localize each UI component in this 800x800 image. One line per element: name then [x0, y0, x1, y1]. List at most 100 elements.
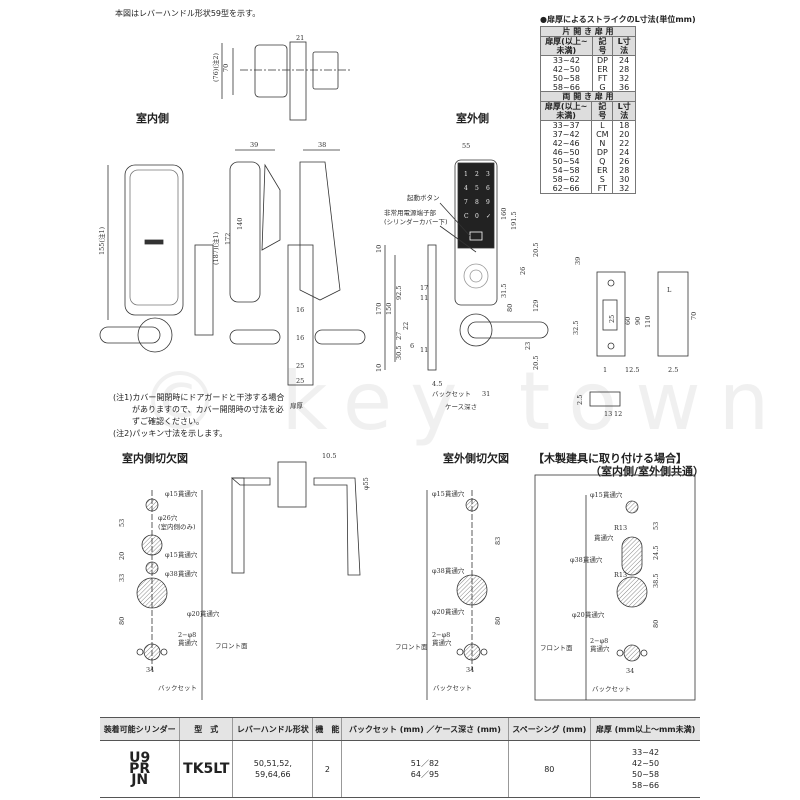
cylinders-cell: U9 PR JN	[100, 740, 180, 798]
strike-hole	[602, 299, 618, 331]
power-terminal-sub: (シリンダーカバー下)	[384, 217, 448, 226]
dim-76: (76)(注2)	[211, 52, 220, 82]
label: φ15貫通穴	[165, 489, 198, 498]
dim-16: 16	[296, 306, 304, 314]
keypad-key[interactable]: 0	[475, 213, 479, 220]
lever-handle-in	[231, 477, 245, 574]
col-header: バックセット (mm) ／ケース深さ (mm)	[341, 717, 508, 741]
cylinder-ring	[463, 263, 489, 289]
outdoor-unit	[454, 159, 498, 306]
dim-150: 150	[385, 303, 393, 315]
keypad-key[interactable]: 1	[464, 171, 468, 178]
keypad-key[interactable]: 4	[464, 185, 468, 192]
dim-12-5: 12.5	[625, 366, 639, 374]
outdoor-rose	[459, 313, 493, 347]
cylinder-core	[469, 269, 483, 283]
dim: 33	[118, 574, 126, 582]
dim-191-5: 191.5	[510, 211, 518, 230]
top-view: 70 (76)(注2) 21	[211, 34, 350, 121]
lever-top	[230, 477, 271, 486]
door-thickness-cell: 33~42 42~50 50~58 58~66	[590, 740, 700, 798]
outdoor-body-top	[312, 51, 339, 90]
table-cell: CM	[591, 130, 614, 139]
label: 2−φ8	[432, 631, 450, 639]
label: φ20貫通穴	[572, 610, 605, 619]
keypad-key[interactable]: C	[464, 213, 469, 220]
indoor-lever	[99, 326, 161, 344]
dim-25b: 25	[296, 377, 304, 385]
dim-12: 12	[614, 410, 622, 418]
label: φ26穴	[158, 513, 178, 522]
dim-160: 160	[500, 208, 508, 220]
indoor-lever-side	[229, 329, 281, 345]
dim-140: 140	[236, 218, 244, 230]
thickness: 58~66	[632, 781, 660, 790]
label: R13	[614, 524, 627, 532]
col-header: 扉厚(以上~未満)	[539, 101, 593, 121]
dim-172: 172	[224, 233, 232, 245]
strike-view: 39 70 25 60 90 110 12.5 1 2.5 2.5 13 12 …	[572, 257, 698, 418]
dim-70s: 70	[690, 312, 698, 320]
label-indoor: 室内側	[136, 112, 169, 125]
keypad-key[interactable]: ✓	[486, 213, 491, 220]
cylinder: JN	[131, 771, 149, 788]
dim-110: 110	[644, 316, 652, 328]
front-plate	[427, 244, 437, 371]
watermark: © key town	[140, 355, 788, 448]
notes: (注1)カバー開閉時にドアガードと干渉する場合 がありますので、カバー開閉時の寸…	[113, 392, 323, 440]
lever-shape: 59,64,66	[255, 770, 291, 779]
keypad-key[interactable]: 5	[475, 185, 479, 192]
strike-table-title: ●扉厚によるストライクのL寸法(単位mm)	[540, 15, 696, 24]
keypad-key[interactable]: 6	[486, 185, 490, 192]
dim-60: 60	[624, 317, 632, 325]
label: φ15貫通穴	[432, 489, 465, 498]
label: φ15貫通穴	[590, 490, 623, 499]
header-note: 本図はレバーハンドル形状59型を示す。	[115, 9, 261, 18]
dim-10b: 10	[375, 364, 383, 372]
indoor-cutout: φ15貫通穴 φ26穴 (室内側のみ) φ15貫通穴 φ38貫通穴 φ20貫通穴…	[118, 489, 248, 700]
dim-23: 23	[524, 342, 532, 350]
indoor-cover	[129, 169, 179, 306]
label: 貫通穴	[590, 644, 610, 653]
table-cell: FT	[591, 184, 614, 194]
label: バックセット	[433, 684, 472, 692]
table-cell: S	[591, 175, 614, 184]
dim-31-5: 31.5	[500, 284, 508, 298]
dim-10: 10	[375, 245, 383, 253]
table-cell: 42~50	[540, 65, 593, 74]
dim: 53	[118, 519, 126, 527]
keypad-key[interactable]: 3	[486, 171, 490, 178]
dim-30-5: 30.5	[395, 346, 403, 360]
dim-25s: 25	[608, 315, 616, 323]
hole-phi38	[616, 576, 648, 608]
keypad-key[interactable]: 8	[475, 199, 479, 206]
col-header: 扉厚(以上~未満)	[540, 36, 593, 56]
label: フロント面	[540, 644, 573, 652]
keypad-key[interactable]: 9	[486, 199, 490, 206]
dim-39: 39	[250, 141, 258, 149]
backset-cell: 51／82 64／95	[341, 740, 508, 798]
label-outdoor-cutout: 室外側切欠図	[443, 452, 509, 465]
col-header: レバーハンドル形状	[232, 717, 313, 741]
keypad-key[interactable]: 7	[464, 199, 468, 206]
label: フロント面	[395, 643, 428, 651]
keypad-panel	[457, 162, 495, 249]
label: φ15貫通穴	[165, 550, 198, 559]
thickness: 50~58	[632, 770, 660, 779]
indoor-plate	[194, 244, 214, 336]
dim-80: 80	[506, 304, 514, 312]
dim-25: 25	[296, 362, 304, 370]
keypad-key[interactable]: 2	[475, 171, 479, 178]
outdoor-lever-side	[314, 329, 366, 345]
label-indoor-cutout: 室内側切欠図	[122, 452, 188, 465]
table-cell: 18	[612, 120, 636, 130]
wood-cutout: φ15貫通穴 R13 貫通穴 φ38貫通穴 R13 φ20貫通穴 2−φ8 貫通…	[534, 474, 696, 701]
dim: 80	[494, 617, 502, 625]
label-outdoor: 室外側	[456, 112, 489, 125]
table-cell: 28	[612, 166, 636, 175]
